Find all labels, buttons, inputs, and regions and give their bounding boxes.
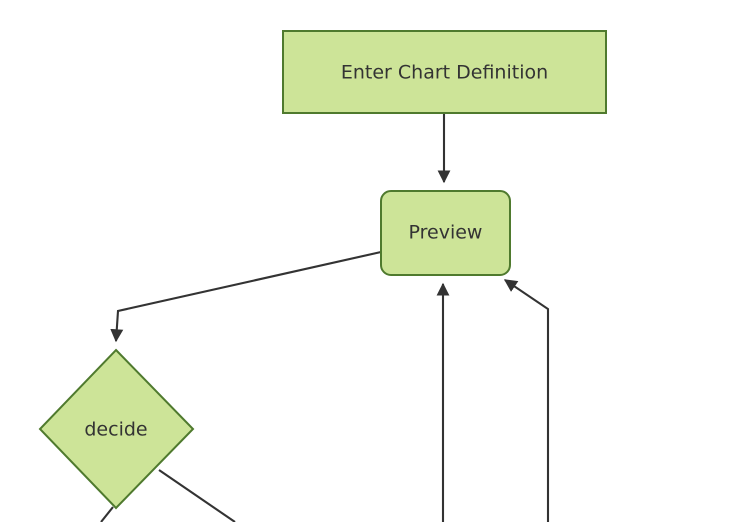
node-label-decide: decide bbox=[84, 419, 147, 441]
edge-bottom-right-to-preview bbox=[503, 279, 550, 522]
edge-preview-to-decide bbox=[110, 250, 382, 343]
node-rect-preview[interactable] bbox=[380, 190, 511, 276]
edge-decide-down-left bbox=[100, 506, 114, 522]
edge-decide-down-right bbox=[158, 469, 236, 522]
node-rect-enter-chart-definition[interactable] bbox=[282, 30, 607, 114]
node-decide[interactable]: decide bbox=[38, 348, 195, 510]
edge-layer bbox=[100, 114, 550, 522]
node-preview[interactable]: Preview bbox=[380, 190, 511, 276]
node-enter-chart-definition[interactable]: Enter Chart Definition bbox=[282, 30, 607, 114]
node-diamond-decide[interactable] bbox=[38, 348, 195, 510]
node-label-enter-chart-definition: Enter Chart Definition bbox=[341, 62, 548, 84]
node-label-preview: Preview bbox=[409, 222, 483, 244]
